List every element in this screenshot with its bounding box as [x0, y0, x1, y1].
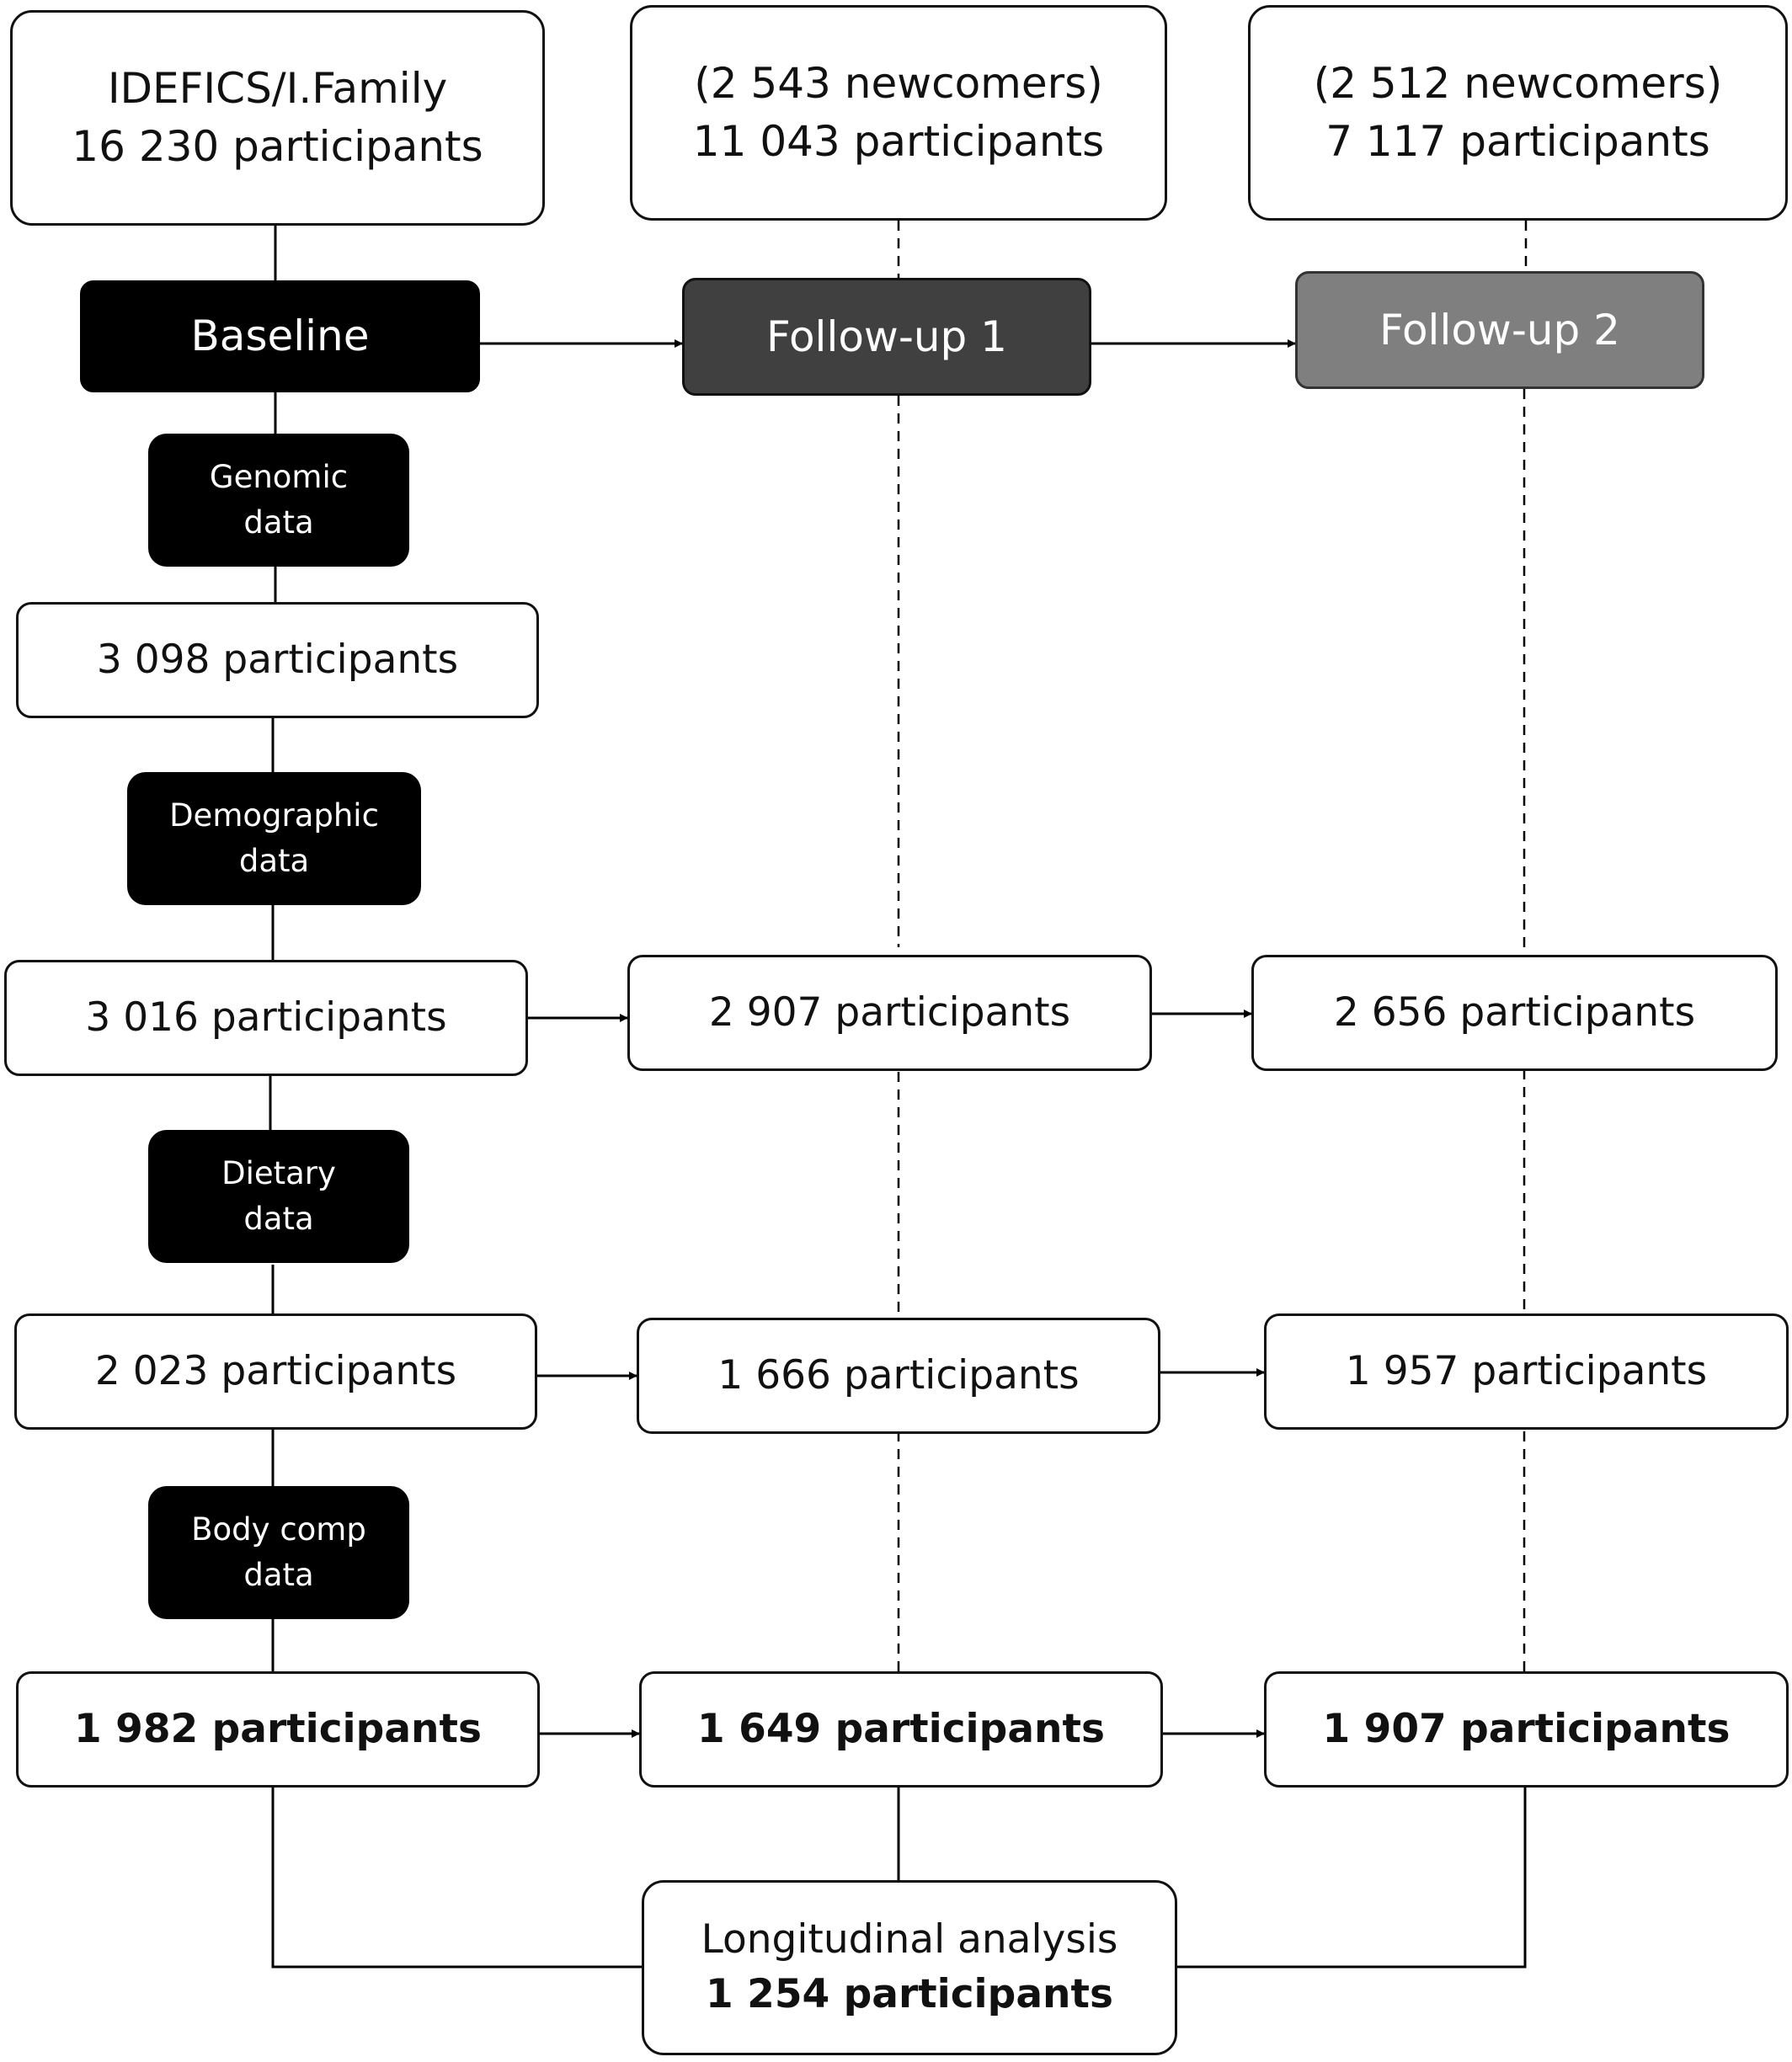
longitudinal-title: Longitudinal analysis — [701, 1916, 1118, 1963]
followup2-participants: 7 117 participants — [1325, 117, 1710, 166]
category-bodycomp-data: Body comp data — [148, 1486, 409, 1619]
demographic-count-followup1: 2 907 participants — [627, 955, 1152, 1071]
followup2-newcomers: (2 512 newcomers) — [1313, 59, 1723, 108]
wave-followup1: Follow-up 1 — [682, 278, 1091, 396]
followup1-participants: 11 043 participants — [692, 117, 1105, 166]
merge-line — [271, 1788, 642, 1969]
demographic-count-followup2: 2 656 participants — [1251, 955, 1778, 1071]
baseline-recruitment-box: IDEFICS/I.Family 16 230 participants — [10, 10, 545, 226]
bodycomp-count-followup1: 1 649 participants — [639, 1671, 1163, 1788]
baseline-study-name: IDEFICS/I.Family — [107, 64, 448, 113]
longitudinal-analysis-box: Longitudinal analysis 1 254 participants — [642, 1880, 1177, 2055]
category-genomic-data: Genomic data — [148, 434, 409, 567]
followup1-recruitment-box: (2 543 newcomers) 11 043 participants — [630, 5, 1167, 221]
category-dietary-data: Dietary data — [148, 1130, 409, 1263]
dietary-count-followup2: 1 957 participants — [1264, 1313, 1789, 1430]
dietary-count-baseline: 2 023 participants — [14, 1313, 537, 1430]
longitudinal-participants: 1 254 participants — [706, 1971, 1113, 2017]
bodycomp-count-baseline: 1 982 participants — [16, 1671, 540, 1788]
bodycomp-count-followup2: 1 907 participants — [1264, 1671, 1789, 1788]
genomic-count-baseline: 3 098 participants — [16, 602, 539, 718]
dietary-count-followup1: 1 666 participants — [637, 1318, 1160, 1434]
followup2-recruitment-box: (2 512 newcomers) 7 117 participants — [1248, 5, 1788, 221]
baseline-participants: 16 230 participants — [72, 122, 483, 171]
merge-line — [1177, 1788, 1527, 1969]
category-demographic-data: Demographic data — [127, 772, 421, 905]
demographic-count-baseline: 3 016 participants — [4, 960, 528, 1076]
followup1-newcomers: (2 543 newcomers) — [694, 59, 1103, 108]
wave-followup2: Follow-up 2 — [1295, 271, 1704, 389]
wave-baseline: Baseline — [80, 280, 480, 392]
